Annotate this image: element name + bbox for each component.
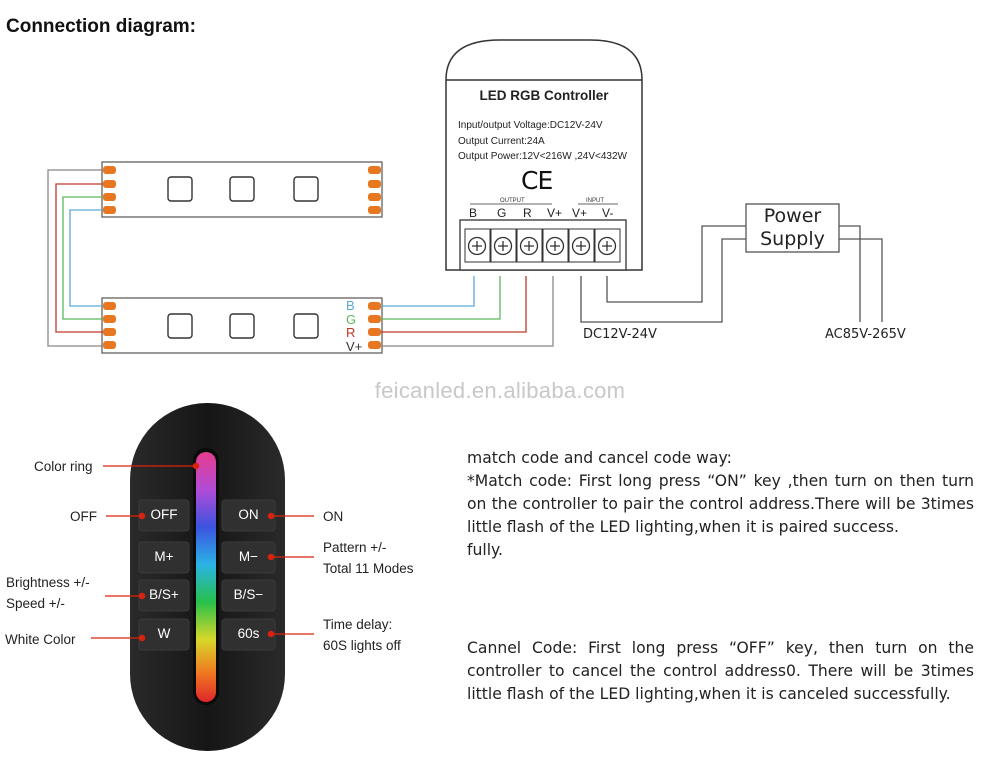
power-supply-label: Power Supply: [746, 205, 839, 251]
callout-time-line2: 60S lights off: [323, 638, 401, 653]
callout-lines: [91, 462, 314, 642]
controller-output-wires: [381, 276, 554, 347]
callout-pattern-line1: Pattern +/-: [323, 540, 387, 555]
terminal-screws: [467, 236, 617, 256]
led-controller-box: [445, 39, 643, 271]
callout-on: ON: [323, 509, 344, 524]
remote-control: [130, 403, 285, 751]
mode-minus-key[interactable]: M−: [238, 549, 259, 564]
controller-specs: Input/output Voltage:DC12V-24V Output Cu…: [458, 118, 627, 165]
terminal-g-label: G: [497, 206, 507, 220]
pin-r-label: R: [346, 325, 356, 340]
ac-voltage-label: AC85V-265V: [825, 327, 906, 342]
led-strip-bottom: [101, 297, 383, 354]
ce-mark: CE: [521, 166, 553, 195]
brightness-minus-key[interactable]: B/S−: [233, 587, 264, 602]
callout-brightness: Brightness +/- Speed +/-: [6, 572, 90, 614]
strip-top-pads-right: [368, 166, 381, 214]
controller-title: LED RGB Controller: [479, 88, 609, 103]
dc-voltage-label: DC12V-24V: [583, 327, 657, 342]
power-supply-line2: Supply: [760, 228, 825, 250]
power-supply-line1: Power: [763, 205, 822, 227]
pin-b-label: B: [346, 298, 355, 313]
pin-vplus-label: V+: [346, 338, 363, 354]
brightness-plus-key[interactable]: B/S+: [149, 587, 179, 602]
on-key[interactable]: ON: [238, 507, 259, 522]
callout-off: OFF: [70, 509, 97, 524]
page-heading: Connection diagram:: [6, 16, 197, 37]
spec-current: Output Current:24A: [458, 135, 545, 147]
cancel-code-instructions: Cannel Code: First long press “OFF” key,…: [467, 639, 974, 703]
timer-key[interactable]: 60s: [237, 626, 260, 641]
terminal-b-label: B: [469, 206, 478, 220]
strip-link-wires: [47, 169, 103, 347]
callout-time-line1: Time delay:: [323, 617, 393, 632]
callout-pattern-line2: Total 11 Modes: [323, 561, 414, 576]
callout-white-color: White Color: [5, 632, 76, 647]
led-strip-top: [101, 161, 383, 218]
instructions-heading: match code and cancel code way:: [467, 449, 732, 467]
power-supply-box: [745, 203, 840, 253]
callout-time-delay: Time delay: 60S lights off: [323, 614, 401, 656]
strip-top-pads-left: [103, 166, 116, 214]
strip-pin-labels: B G R V+: [346, 299, 362, 353]
spec-power: Output Power:12V<216W ,24V<432W: [458, 151, 627, 162]
input-wires: [580, 225, 746, 323]
input-caption: INPUT: [586, 198, 604, 204]
terminal-vplus-in-label: V+: [572, 206, 588, 220]
ac-wires: [839, 225, 883, 322]
pin-g-label: G: [346, 311, 357, 327]
mode-plus-key[interactable]: M+: [154, 549, 174, 564]
callout-pattern: Pattern +/- Total 11 Modes: [323, 537, 414, 579]
off-key[interactable]: OFF: [150, 507, 178, 522]
output-caption: OUTPUT: [500, 198, 525, 204]
callout-brightness-line1: Brightness +/-: [6, 575, 90, 590]
match-code-instructions: match code and cancel code way: *Match c…: [467, 447, 974, 562]
terminal-r-label: R: [523, 206, 532, 220]
match-code-tail: fully.: [467, 541, 503, 559]
strip-top-leds: [167, 176, 319, 202]
callout-color-ring: Color ring: [34, 459, 93, 474]
terminal-vplus-out-label: V+: [547, 206, 563, 220]
terminal-vminus-label: V-: [602, 206, 614, 220]
match-code-text: *Match code: First long press “ON” key ,…: [467, 472, 974, 536]
spec-voltage: Input/output Voltage:DC12V-24V: [458, 120, 603, 131]
watermark: feicanled.en.alibaba.com: [374, 378, 626, 403]
white-key[interactable]: W: [157, 626, 171, 641]
callout-brightness-line2: Speed +/-: [6, 596, 65, 611]
